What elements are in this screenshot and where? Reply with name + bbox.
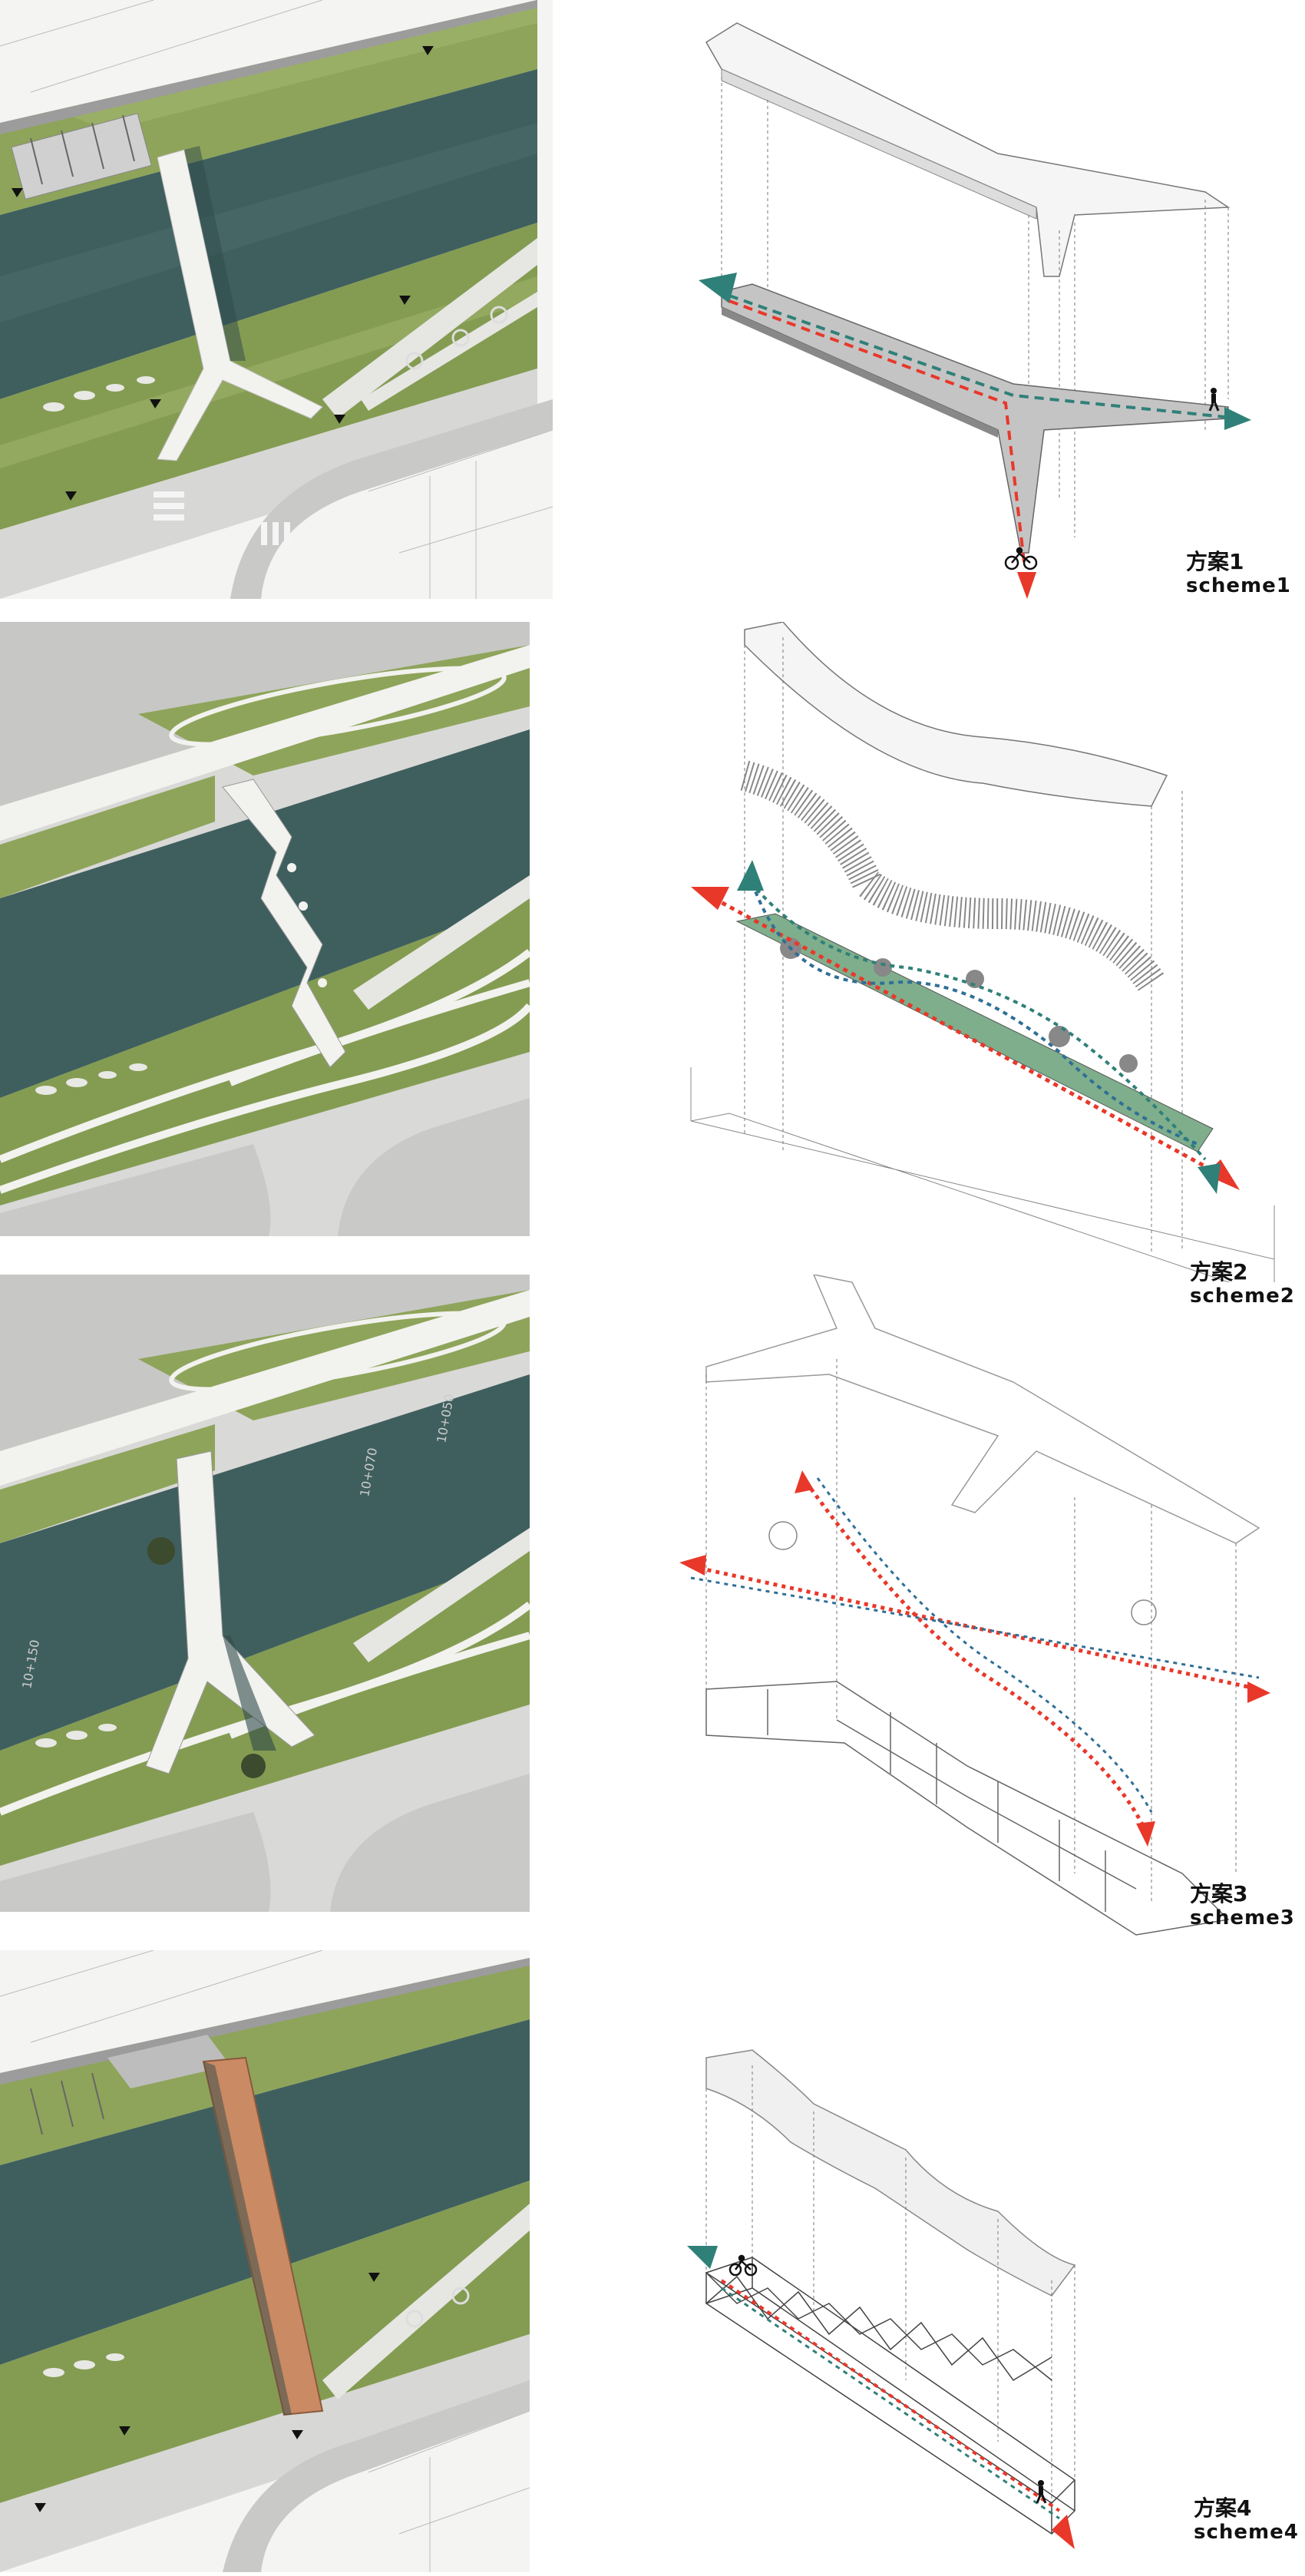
- pedestrian-icon: [1036, 2480, 1047, 2504]
- scheme-2-label-cn: 方案2: [1190, 1259, 1248, 1285]
- pedestrian-route: [690, 1576, 1260, 1679]
- scheme-4-label: 方案4 scheme4: [1194, 2495, 1299, 2545]
- scheme-4-site-plan: [0, 1950, 530, 2572]
- scheme-3-axonometric: [679, 1275, 1270, 1936]
- pedestrian-route: [728, 294, 1241, 420]
- pedestrian-route: [751, 882, 1198, 1146]
- truss-structure: [705, 1681, 1230, 1936]
- cycle-route: [712, 896, 1222, 1177]
- scheme-4-row: 方案4 scheme4: [0, 1950, 1305, 2576]
- scheme-1-label-en: scheme1: [1186, 574, 1291, 598]
- scheme-1-axonometric: [699, 22, 1251, 599]
- cycle-route: [720, 2279, 1061, 2512]
- scheme-2-label-en: scheme2: [1190, 1285, 1295, 1308]
- meandering-bridge: [222, 779, 346, 1068]
- pedestrian-icon: [1208, 388, 1220, 412]
- bicycle-icon: [728, 2254, 758, 2277]
- pedestrian-route: [721, 2287, 1060, 2520]
- scheme-1-label-cn: 方案1: [1186, 549, 1244, 574]
- scheme-3-site-plan: 10+050 10+070 10+150: [0, 1275, 530, 1912]
- timber-bridge-deck: [202, 2056, 324, 2416]
- scheme-3-row: 10+050 10+070 10+150: [0, 1275, 1305, 1950]
- scheme-2-site-plan: [0, 622, 530, 1236]
- scheme-3-label: 方案3 scheme3: [1190, 1881, 1295, 1930]
- scheme-2-axonometric: [690, 622, 1275, 1282]
- bicycle-icon: [1004, 547, 1038, 570]
- scheme-2-label: 方案2 scheme2: [1190, 1259, 1295, 1308]
- scheme-4-label-en: scheme4: [1194, 2521, 1299, 2545]
- scheme-1-row: 方案1 scheme1: [0, 0, 1305, 607]
- scheme-1-site-plan: [0, 0, 553, 599]
- tree-icon: [147, 1537, 266, 1778]
- cycle-route: [728, 299, 1026, 569]
- scheme-3-label-cn: 方案3: [1190, 1881, 1248, 1906]
- scheme-4-label-cn: 方案4: [1194, 2495, 1252, 2521]
- scheme-3-label-en: scheme3: [1190, 1906, 1295, 1930]
- tree-icon: [768, 1521, 1157, 1625]
- scheme-1-label: 方案1 scheme1: [1186, 549, 1291, 598]
- scheme-4-axonometric: [687, 2049, 1076, 2549]
- scheme-2-row: 方案2 scheme2: [0, 622, 1305, 1308]
